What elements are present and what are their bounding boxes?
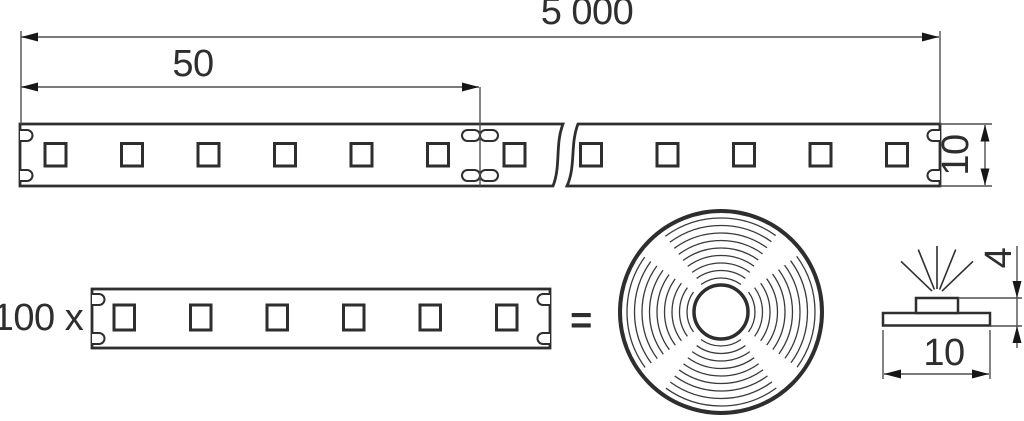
reel-hub-circle xyxy=(692,283,750,341)
extension-lines xyxy=(20,31,992,187)
solder-pad xyxy=(20,129,34,142)
arrow-down-icon xyxy=(1012,281,1022,298)
solder-pad xyxy=(461,169,481,182)
solder-pad xyxy=(479,169,499,182)
led-square xyxy=(885,142,909,168)
cross-section-base xyxy=(881,311,992,327)
profile-height-label: 4 xyxy=(978,247,1020,269)
profile-width-dimension xyxy=(882,330,991,379)
solder-pads-segment xyxy=(92,293,550,345)
solder-pad xyxy=(536,332,550,345)
led-square xyxy=(273,142,297,168)
strip-width-dimension xyxy=(980,124,990,186)
led-square xyxy=(349,142,374,168)
led-square xyxy=(732,142,756,168)
led-square xyxy=(196,142,221,168)
solder-pad xyxy=(92,332,106,345)
solder-pad xyxy=(479,129,499,142)
solder-pad xyxy=(926,169,940,182)
reel-windings xyxy=(626,217,816,407)
led-square xyxy=(342,303,366,332)
led-square xyxy=(426,142,450,168)
dimension-arrows-horizontal xyxy=(21,32,939,92)
strip-cross-section xyxy=(881,246,1022,379)
led-square xyxy=(265,303,289,332)
equals-sign: = xyxy=(570,300,592,342)
solder-pad xyxy=(926,129,940,142)
led-square xyxy=(120,142,144,168)
reel-outer-circle xyxy=(618,209,824,415)
solder-pad xyxy=(536,293,550,306)
arrow-right-icon xyxy=(972,369,989,379)
led-square xyxy=(808,142,833,168)
reel-count-label: 100 x xyxy=(0,297,84,339)
segment-length-label: 50 xyxy=(172,43,214,85)
led-square xyxy=(655,142,680,168)
led-reel xyxy=(618,209,824,415)
arrow-left-icon xyxy=(884,369,901,379)
solder-pad xyxy=(92,293,106,306)
arrow-right-icon xyxy=(462,82,479,92)
led-strip-segment xyxy=(90,287,552,350)
cross-section-led xyxy=(914,296,960,315)
arrow-left-icon xyxy=(21,82,38,92)
strip-width-label: 10 xyxy=(935,134,977,176)
profile-width-label: 10 xyxy=(923,332,965,374)
solder-pad xyxy=(20,169,34,182)
led-square xyxy=(43,142,68,168)
solder-pads-top-strip xyxy=(20,129,940,182)
led-chips-top-strip xyxy=(43,142,909,168)
arrow-up-icon xyxy=(980,124,990,142)
total-length-label: 5 000 xyxy=(540,0,634,33)
led-square xyxy=(502,142,527,168)
led-square xyxy=(112,303,136,332)
arrow-left-icon xyxy=(21,32,38,42)
profile-height-dimension xyxy=(958,246,1022,348)
led-chips-segment xyxy=(112,303,519,332)
arrow-down-icon xyxy=(980,168,990,186)
led-square xyxy=(189,303,213,332)
arrow-up-icon xyxy=(1012,326,1022,343)
light-rays-icon xyxy=(900,246,974,292)
solder-pad xyxy=(461,129,481,142)
arrow-right-icon xyxy=(922,32,939,42)
led-square xyxy=(418,303,442,332)
led-square xyxy=(495,303,519,332)
led-square xyxy=(579,142,603,168)
